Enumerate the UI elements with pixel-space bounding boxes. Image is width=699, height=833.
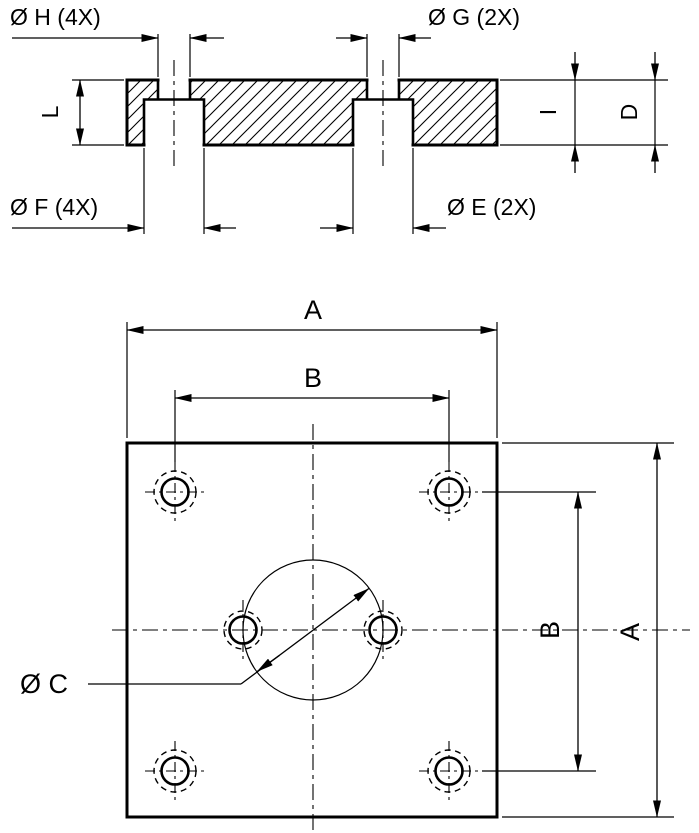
corner-hole-top-left-counterbore xyxy=(153,470,197,514)
corner-hole-bottom-left xyxy=(160,756,190,786)
face-view: A B B A Ø C xyxy=(20,295,690,831)
corner-hole-top-right xyxy=(434,477,464,507)
corner-hole-bottom-right-counterbore xyxy=(427,749,471,793)
dim-hole-e-label: Ø E (2X) xyxy=(447,194,536,220)
section-extension-lines xyxy=(72,34,668,234)
dim-c-label: Ø C xyxy=(20,669,68,699)
dimension-a-top: A xyxy=(126,295,498,334)
corner-hole-top-right-counterbore xyxy=(427,470,471,514)
plate-face-outline xyxy=(125,441,499,819)
dim-a-right-label: A xyxy=(615,623,645,641)
bolt-circle xyxy=(242,559,384,701)
dim-hole-h-label: Ø H (4X) xyxy=(10,4,101,30)
dim-i-label: I xyxy=(535,109,561,115)
dimension-hole-h: Ø H (4X) xyxy=(10,4,224,42)
face-extension-lines xyxy=(126,322,674,818)
plate-section-outline xyxy=(125,78,499,147)
dim-d-label: D xyxy=(616,104,642,121)
dim-l-label: L xyxy=(37,105,63,118)
dim-b-right-label: B xyxy=(535,621,565,639)
dimension-a-right: A xyxy=(615,442,661,818)
dimension-b-top: B xyxy=(174,363,450,402)
dimension-i: I xyxy=(535,52,579,173)
dimension-d: D xyxy=(616,52,659,173)
corner-hole-bottom-right xyxy=(434,756,464,786)
center-hole-left xyxy=(228,615,258,645)
section-view: Ø H (4X) Ø G (2X) Ø F (4X) Ø E (2X) L xyxy=(10,4,668,234)
dimension-b-right: B xyxy=(535,491,582,772)
corner-holes xyxy=(153,470,471,793)
section-hole-centerlines xyxy=(173,60,384,168)
center-holes xyxy=(223,610,403,650)
center-hole-left-counterbore xyxy=(223,610,263,650)
dim-b-top-label: B xyxy=(304,363,322,393)
corner-hole-top-left xyxy=(160,477,190,507)
dimension-hole-f: Ø F (4X) xyxy=(10,194,236,232)
dimension-l: L xyxy=(37,79,84,146)
center-hole-right-counterbore xyxy=(363,610,403,650)
dim-hole-g-label: Ø G (2X) xyxy=(428,4,520,30)
dimension-bolt-circle-c: Ø C xyxy=(20,587,370,699)
dim-hole-f-label: Ø F (4X) xyxy=(10,194,98,220)
dimension-hole-g: Ø G (2X) xyxy=(336,4,520,42)
center-hole-right xyxy=(368,615,398,645)
dimension-hole-e: Ø E (2X) xyxy=(320,194,536,232)
dim-a-top-label: A xyxy=(304,295,322,325)
corner-hole-bottom-left-counterbore xyxy=(153,749,197,793)
